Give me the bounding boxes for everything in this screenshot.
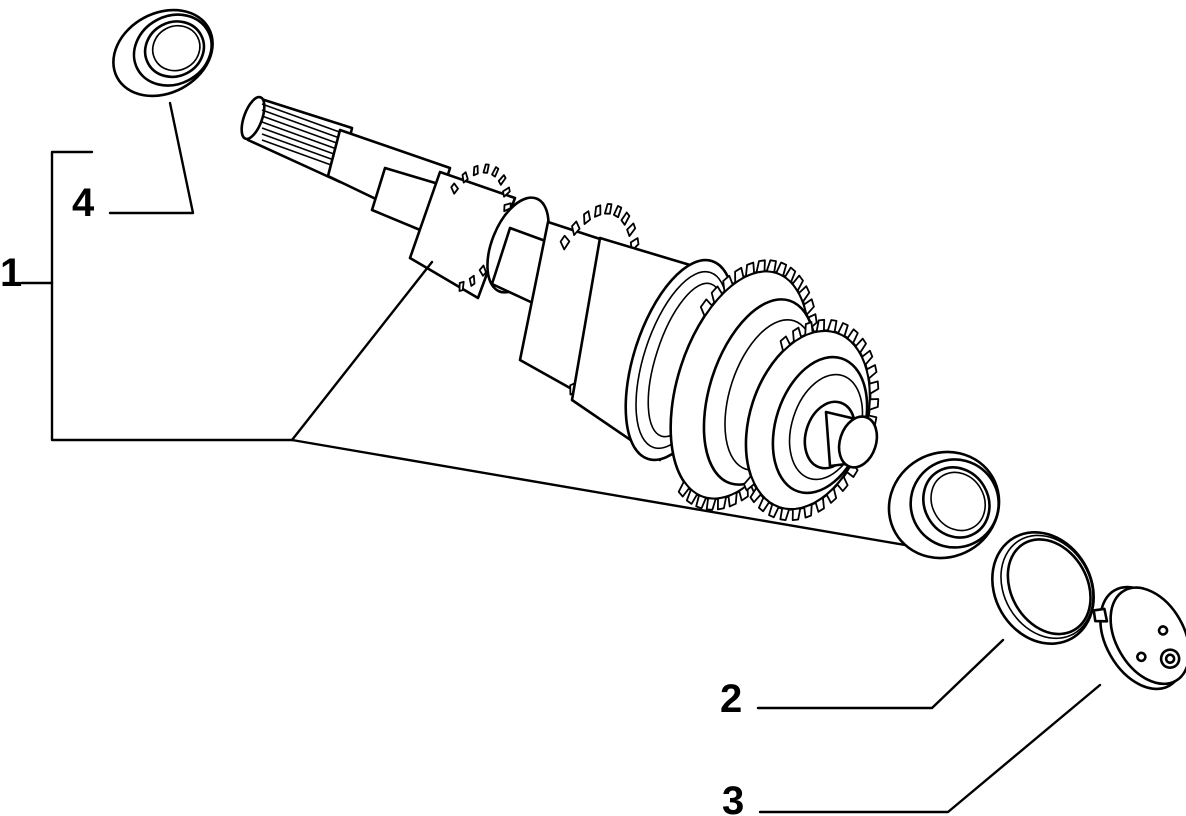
shim-ring: [991, 531, 1095, 645]
gear-tooth: [768, 503, 780, 519]
gear-tooth: [571, 220, 581, 237]
gear-tooth: [865, 364, 878, 380]
gear-tooth: [868, 398, 880, 411]
gear-tooth: [803, 503, 813, 519]
spline-line: [261, 115, 346, 147]
gear-tooth: [791, 274, 804, 292]
gear-tooth: [491, 166, 500, 178]
gear-tooth: [758, 496, 770, 513]
gear-tooth: [497, 174, 507, 186]
gear-tooth: [705, 497, 717, 511]
gear-tooth: [583, 210, 591, 226]
gear-tooth: [626, 222, 637, 238]
gear-tooth: [727, 491, 738, 508]
gear-tooth: [620, 211, 631, 226]
spline-line: [261, 127, 346, 159]
gear-tooth: [798, 285, 811, 303]
gear-tooth: [482, 163, 490, 174]
gear-tooth: [791, 507, 802, 521]
callout-1: 1: [0, 251, 22, 295]
gear-tooth: [559, 234, 571, 251]
callout-4: 4: [72, 181, 95, 225]
gear-tooth: [502, 186, 511, 198]
gear-tooth: [814, 496, 825, 513]
spline-line: [261, 103, 346, 135]
gear-tooth: [604, 203, 613, 215]
gear-tooth: [743, 475, 756, 492]
gear-tooth: [717, 496, 727, 511]
gear-tooth: [685, 488, 698, 505]
callout-3: 3: [722, 779, 744, 816]
gear-tooth: [745, 261, 755, 278]
gear-tooth: [792, 326, 803, 343]
gear-tooth: [461, 171, 469, 184]
gear-tooth: [804, 321, 814, 337]
callout-2: 2: [720, 677, 742, 721]
gear-tooth: [836, 475, 849, 493]
gear-tooth: [765, 259, 777, 274]
gear-tooth: [861, 349, 874, 366]
gear-tooth: [450, 182, 459, 195]
leader-lines: [20, 101, 1102, 814]
gear-tooth: [854, 337, 867, 354]
gear-tooth: [472, 164, 479, 177]
gear-tooth: [734, 266, 745, 284]
gear-tooth: [755, 259, 766, 274]
bearing-ring-top: [112, 8, 214, 98]
gear-tooth: [478, 264, 487, 277]
gear-tooth: [458, 280, 465, 292]
gear-tooth: [779, 335, 791, 352]
gear-tooth: [677, 480, 691, 498]
gear-tooth: [613, 204, 623, 219]
gear-tooth: [468, 274, 476, 287]
gear-tooth: [775, 261, 788, 277]
gear-tooth: [803, 298, 815, 316]
gear-shaft-assembly: [240, 95, 880, 521]
gear-tooth: [837, 322, 849, 338]
gear-tooth: [868, 380, 880, 395]
cover-plate: [1092, 585, 1186, 691]
gear-tooth: [594, 204, 602, 218]
gear-tooth: [699, 298, 713, 317]
gear-tooth: [825, 487, 838, 504]
gear-tooth: [710, 285, 724, 304]
spline-line: [261, 109, 346, 141]
gear-tooth: [749, 486, 762, 504]
gear-tooth: [815, 318, 826, 333]
spline-line: [261, 121, 346, 153]
gear-tooth: [826, 319, 838, 333]
shaft-stub: [803, 400, 879, 470]
gear-tooth: [722, 274, 734, 293]
gear-tooth: [784, 266, 797, 284]
gear-tooth: [695, 494, 707, 510]
bearing-ring-right: [887, 450, 1001, 560]
gear-tooth: [779, 507, 790, 521]
splined-shaft-end: [240, 95, 354, 184]
gear-tooth: [846, 328, 859, 345]
